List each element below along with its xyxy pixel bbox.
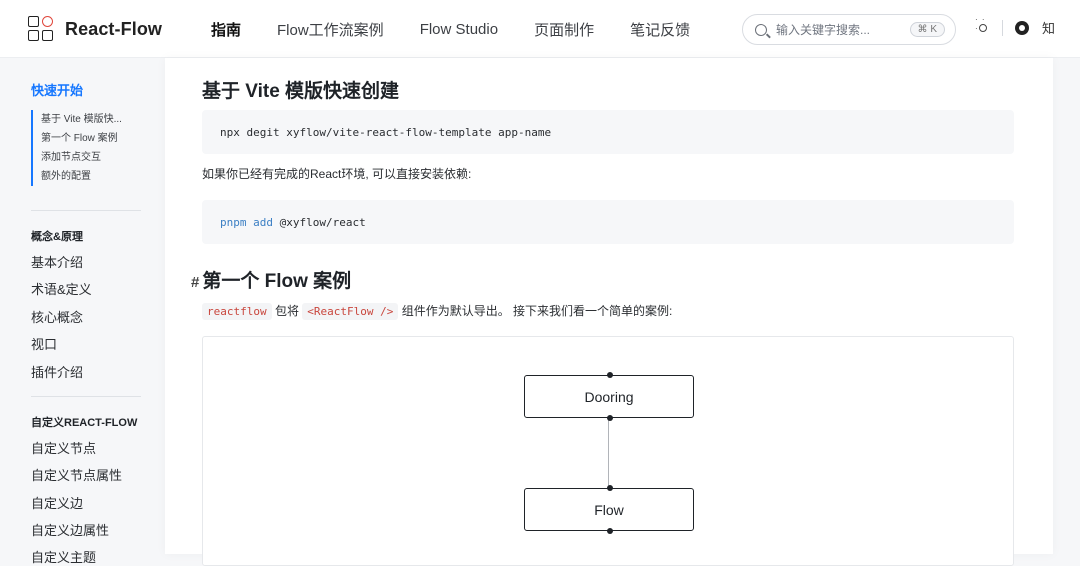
github-icon[interactable] xyxy=(1015,20,1029,35)
sidebar-section-concepts: 概念&原理 xyxy=(31,231,83,243)
toc-item-first-flow[interactable]: 第一个 Flow 案例 xyxy=(41,133,118,144)
header-tools: 知 xyxy=(975,15,1056,37)
top-navigation-bar: React-Flow 指南 Flow工作流案例 Flow Studio 页面制作… xyxy=(0,0,1080,58)
node-handle-bottom[interactable] xyxy=(607,528,613,534)
node-handle-top[interactable] xyxy=(607,485,613,491)
sidebar-item-viewport[interactable]: 视口 xyxy=(31,337,58,352)
search-input[interactable]: 输入关键字搜索... ⌘ K xyxy=(742,14,956,45)
sidebar-divider xyxy=(31,396,141,397)
theme-toggle-sun-icon[interactable] xyxy=(975,15,990,35)
flow-node-label: Flow xyxy=(594,501,624,518)
inline-code-reactflow-component: <ReactFlow /> xyxy=(302,303,399,320)
brand-name: React-Flow xyxy=(65,18,163,39)
code-cmd: pnpm xyxy=(220,215,247,229)
sidebar-item-plugins[interactable]: 插件介绍 xyxy=(31,365,84,380)
nav-item-notes-feedback[interactable]: 笔记反馈 xyxy=(630,21,691,39)
nav-item-page-making[interactable]: 页面制作 xyxy=(534,21,595,39)
sidebar: 快速开始 基于 Vite 模版快... 第一个 Flow 案例 添加节点交互 额… xyxy=(0,58,165,565)
search-shortcut-badge: ⌘ K xyxy=(909,22,945,37)
paragraph-reactflow-export: reactflow 包将 <ReactFlow /> 组件作为默认导出。 接下来… xyxy=(202,302,673,320)
sidebar-item-quickstart[interactable]: 快速开始 xyxy=(31,83,84,98)
code-block-degit: npx degit xyflow/vite-react-flow-templat… xyxy=(202,110,1014,154)
main-content: 基于 Vite 模版快速创建 npx degit xyflow/vite-rea… xyxy=(165,58,1053,566)
sidebar-toc: 基于 Vite 模版快... 第一个 Flow 案例 添加节点交互 额外的配置 xyxy=(31,110,122,186)
divider xyxy=(1002,19,1003,36)
sidebar-item-custom-edge-props[interactable]: 自定义边属性 xyxy=(31,523,110,538)
sidebar-item-custom-node-props[interactable]: 自定义节点属性 xyxy=(31,468,123,483)
inline-code-reactflow: reactflow xyxy=(202,303,272,320)
sidebar-item-core-concepts[interactable]: 核心概念 xyxy=(31,310,84,325)
flow-node-label: Dooring xyxy=(584,388,634,405)
flow-demo-canvas[interactable]: Dooring Flow xyxy=(202,336,1014,566)
flow-edge[interactable] xyxy=(608,417,609,489)
flow-node-flow[interactable]: Flow xyxy=(524,485,694,534)
heading-vite-template: 基于 Vite 模版快速创建 xyxy=(202,81,400,102)
sidebar-item-custom-node[interactable]: 自定义节点 xyxy=(31,441,97,456)
code-line: npx degit xyflow/vite-react-flow-templat… xyxy=(220,125,552,139)
brand[interactable]: React-Flow xyxy=(28,16,162,42)
sidebar-item-intro[interactable]: 基本介绍 xyxy=(31,255,84,270)
paragraph-install-deps: 如果你已经有完成的React环境, 可以直接安装依赖: xyxy=(202,167,472,181)
sidebar-item-custom-edge[interactable]: 自定义边 xyxy=(31,496,84,511)
code-subcmd: add xyxy=(253,215,273,229)
sidebar-item-terms[interactable]: 术语&定义 xyxy=(31,282,92,297)
code-block-pnpm: pnpm add @xyflow/react xyxy=(202,200,1014,244)
toc-item-vite[interactable]: 基于 Vite 模版快... xyxy=(41,114,122,125)
heading-first-flow: #第一个 Flow 案例 xyxy=(191,266,352,293)
search-icon xyxy=(755,23,767,36)
toc-item-extra-config[interactable]: 额外的配置 xyxy=(41,171,91,182)
heading-first-flow-text: 第一个 Flow 案例 xyxy=(202,271,352,292)
node-handle-top[interactable] xyxy=(607,372,613,378)
toc-item-node-interaction[interactable]: 添加节点交互 xyxy=(41,152,101,163)
paragraph-text: 包将 xyxy=(271,304,303,318)
sidebar-section-custom: 自定义REACT-FLOW xyxy=(31,417,138,429)
react-flow-logo-icon xyxy=(28,16,54,42)
node-handle-bottom[interactable] xyxy=(607,415,613,421)
sidebar-item-custom-theme[interactable]: 自定义主题 xyxy=(31,550,97,565)
nav-item-guide[interactable]: 指南 xyxy=(211,21,242,39)
paragraph-text: 组件作为默认导出。 接下来我们看一个简单的案例: xyxy=(398,304,673,318)
main-nav: 指南 Flow工作流案例 Flow Studio 页面制作 笔记反馈 xyxy=(211,0,726,58)
flow-node-dooring[interactable]: Dooring xyxy=(524,372,694,421)
sidebar-divider xyxy=(31,210,141,211)
search-placeholder: 输入关键字搜索... xyxy=(776,23,871,37)
heading-anchor[interactable]: # xyxy=(191,274,200,291)
zhihu-link[interactable]: 知 xyxy=(1042,21,1056,36)
nav-item-flow-cases[interactable]: Flow工作流案例 xyxy=(277,21,384,39)
code-arg: @xyflow/react xyxy=(279,215,366,229)
nav-item-flow-studio[interactable]: Flow Studio xyxy=(419,20,499,38)
